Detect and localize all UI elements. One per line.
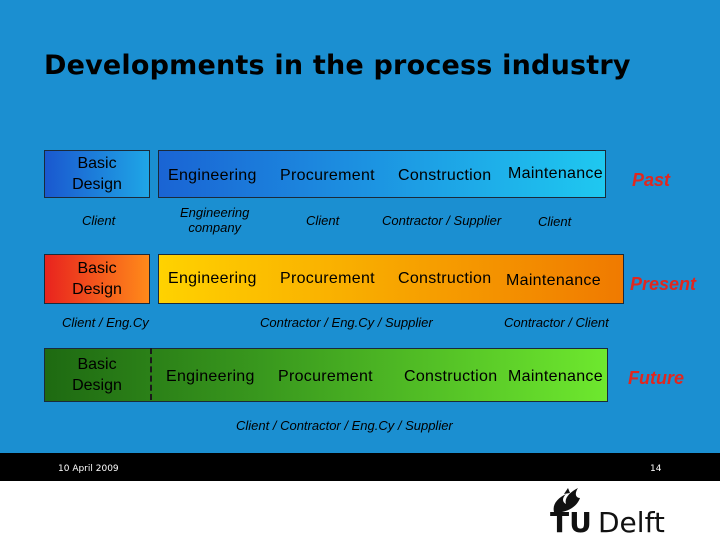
stage-construction-past: Construction (398, 167, 492, 184)
stage-engineering-past: Engineering (168, 167, 257, 184)
process-band-future (44, 348, 608, 402)
stage-maintenance-future: Maintenance (508, 368, 603, 385)
era-label-present: Present (630, 274, 697, 294)
stage-maintenance-past: Maintenance (508, 165, 603, 182)
party-basic-past: Client (82, 213, 116, 228)
stage-procurement-future: Procurement (278, 368, 373, 385)
party-maintenance-present: Contractor / Client (504, 315, 609, 330)
footer-date: 10 April 2009 (58, 464, 119, 474)
stage-construction-present: Construction (398, 270, 492, 287)
party-maintenance-past: Client (538, 214, 572, 229)
footer-bar (0, 453, 720, 481)
footer-page-number: 14 (650, 464, 662, 474)
basic-design-box-past: Basic Design (44, 150, 150, 198)
party-engineering-past: Engineering company (180, 205, 250, 235)
party-basic-present: Client / Eng.Cy (62, 315, 149, 330)
flame-icon (553, 488, 580, 512)
basic-design-box-present: Basic Design (44, 254, 150, 304)
era-label-past: Past (632, 170, 671, 190)
slide-title: Developments in the process industry (44, 50, 631, 81)
tu-delft-logo: TU Delft (548, 484, 688, 539)
party-procurement-past: Client (306, 213, 340, 228)
party-construction-past: Contractor / Supplier (382, 213, 502, 228)
basic-design-divider-future (150, 348, 152, 400)
stage-procurement-present: Procurement (280, 270, 375, 287)
logo-text-delft: Delft (598, 506, 665, 539)
process-band-present (158, 254, 624, 304)
stage-engineering-future: Engineering (166, 368, 255, 385)
basic-design-box-future: Basic Design (72, 356, 122, 394)
era-label-future: Future (628, 368, 684, 388)
process-band-past (158, 150, 606, 198)
stage-engineering-present: Engineering (168, 270, 257, 287)
logo-text-tu: TU (550, 506, 592, 539)
party-middle-present: Contractor / Eng.Cy / Supplier (260, 315, 433, 330)
stage-maintenance-present: Maintenance (506, 272, 601, 289)
party-all-future: Client / Contractor / Eng.Cy / Supplier (236, 418, 453, 433)
stage-procurement-past: Procurement (280, 167, 375, 184)
stage-construction-future: Construction (404, 368, 498, 385)
